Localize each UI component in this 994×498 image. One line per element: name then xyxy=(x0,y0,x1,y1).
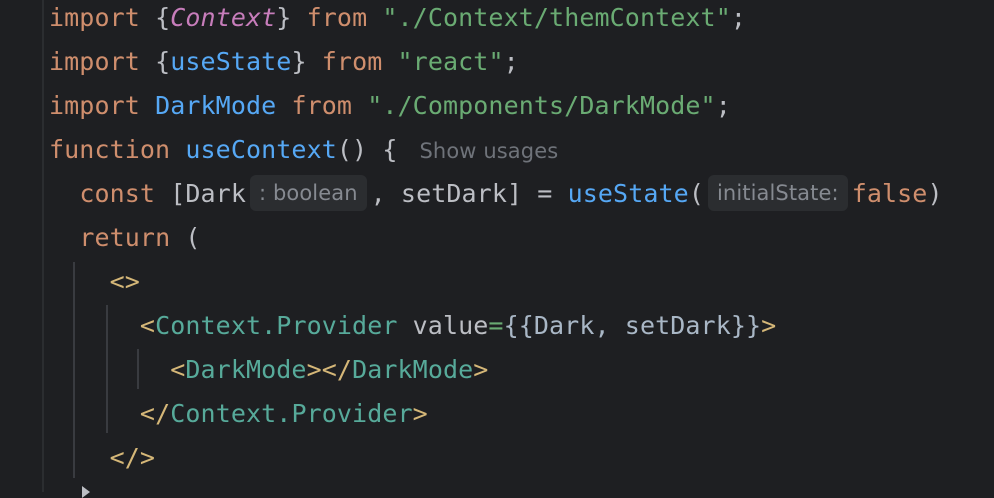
text-cursor-icon xyxy=(82,486,90,498)
darkmode-tag-name[interactable]: DarkMode xyxy=(352,355,474,384)
code-line-8[interactable]: <Context.Provider value={{Dark, setDark}… xyxy=(139,311,777,340)
code-line-11[interactable]: </> xyxy=(49,436,155,480)
indent-guide xyxy=(137,349,139,389)
code-line-7[interactable]: <> xyxy=(49,260,140,304)
fragment-open-tag: <> xyxy=(109,267,140,296)
function-name[interactable]: useContext xyxy=(185,135,337,164)
code-line-5[interactable]: const [Dark: boolean, setDark] = useStat… xyxy=(49,172,943,216)
fragment-close-tag: </> xyxy=(109,443,156,472)
usestate-identifier[interactable]: useState xyxy=(170,47,292,76)
type-inlay-hint: : boolean xyxy=(250,175,367,211)
provider-tag-name[interactable]: Context.Provider xyxy=(170,399,413,428)
code-line-3[interactable]: import DarkMode from "./Components/DarkM… xyxy=(49,91,731,120)
gutter-divider xyxy=(42,0,44,492)
darkmode-identifier[interactable]: DarkMode xyxy=(155,91,277,120)
parameter-inlay-hint: initialState: xyxy=(707,175,848,211)
code-line-2[interactable]: import {useState} from "react"; xyxy=(49,47,519,76)
code-line-10[interactable]: </Context.Provider> xyxy=(139,399,428,428)
context-identifier[interactable]: Context xyxy=(170,3,277,32)
value-attribute: value xyxy=(412,311,489,340)
provider-tag-name[interactable]: Context.Provider xyxy=(155,311,398,340)
code-line-4[interactable]: function useContext() {Show usages xyxy=(49,135,559,164)
code-line-6[interactable]: return ( xyxy=(79,223,201,252)
indent-guide xyxy=(73,262,75,478)
code-line-1[interactable]: import {Context} from "./Context/themCon… xyxy=(49,3,747,32)
code-line-9[interactable]: <DarkMode></DarkMode> xyxy=(170,355,489,384)
darkmode-tag-name[interactable]: DarkMode xyxy=(185,355,307,384)
indent-guide xyxy=(106,305,108,433)
show-usages-codelens[interactable]: Show usages xyxy=(419,139,559,163)
usestate-call[interactable]: useState xyxy=(567,179,689,208)
import-path[interactable]: "./Context/themContext" xyxy=(382,3,731,32)
import-path[interactable]: "react" xyxy=(397,47,504,76)
import-path[interactable]: "./Components/DarkMode" xyxy=(367,91,716,120)
